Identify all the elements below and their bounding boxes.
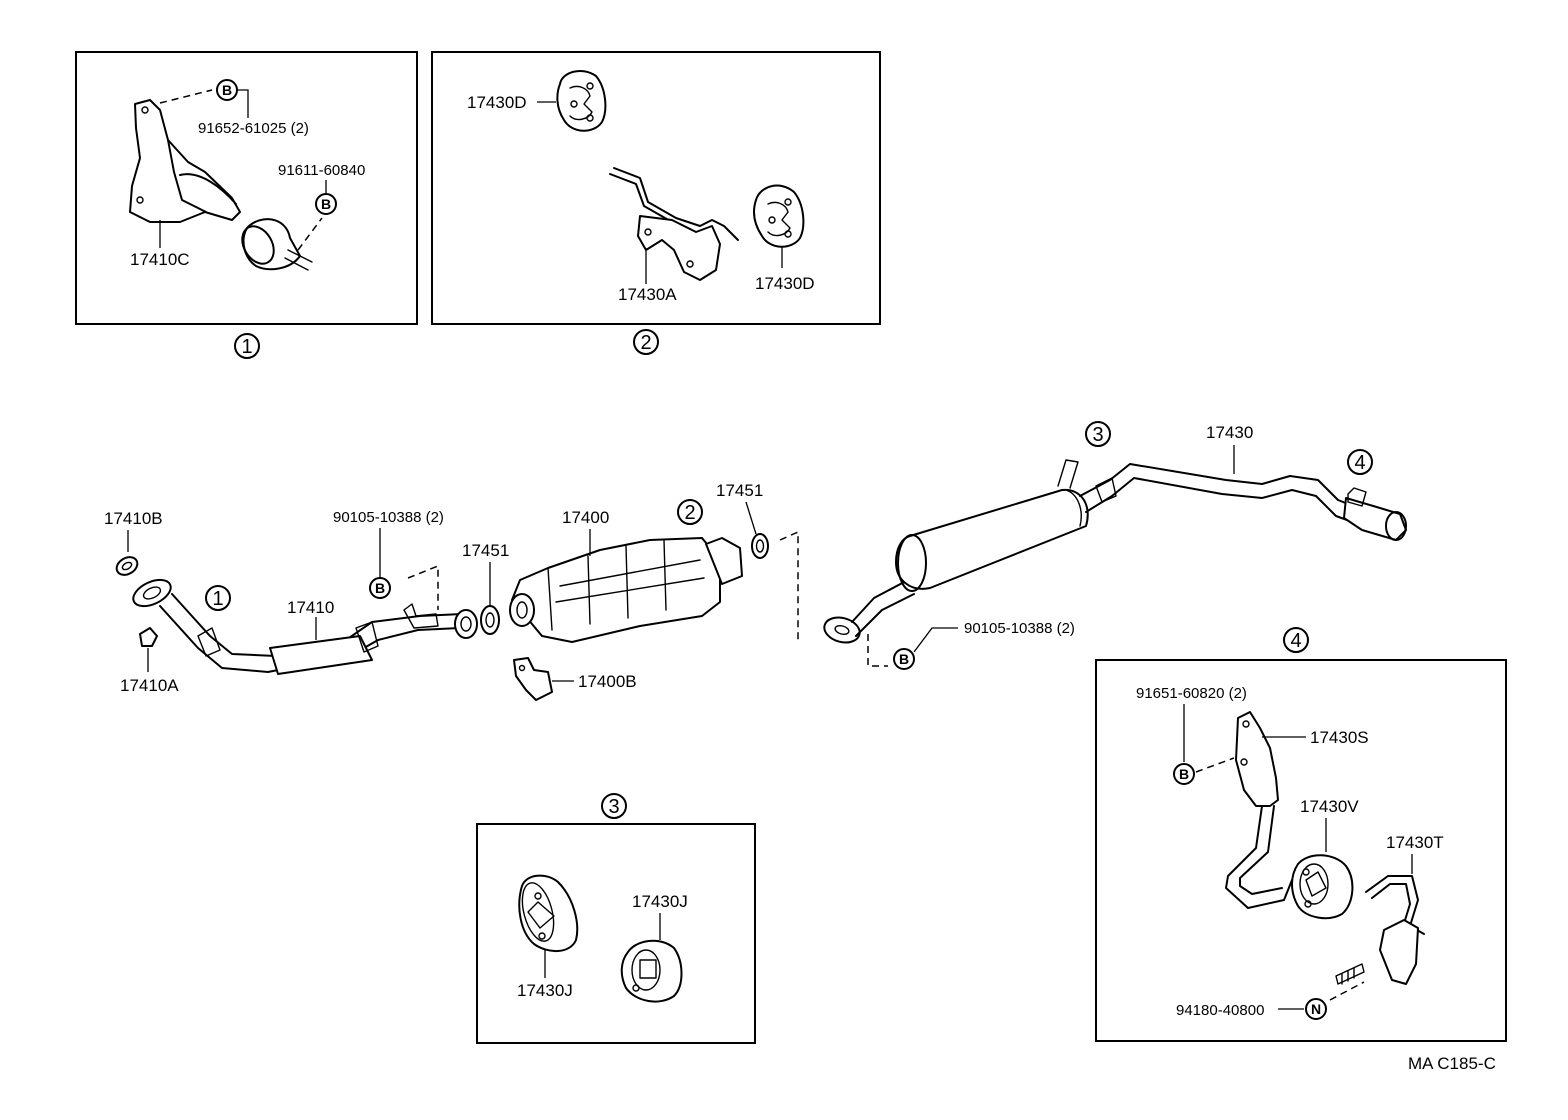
svg-text:N: N xyxy=(1311,1001,1321,1017)
nut-17410a-drawing xyxy=(139,627,158,647)
svg-text:2: 2 xyxy=(684,502,695,524)
converter-17400-drawing xyxy=(509,537,743,643)
diagram-code: MA C185-C xyxy=(1408,1054,1496,1073)
svg-text:B: B xyxy=(375,580,385,596)
part-label-17430j-right: 17430J xyxy=(632,892,688,911)
gasket-17410b-drawing xyxy=(115,556,139,576)
svg-text:4: 4 xyxy=(1354,452,1365,474)
svg-text:1: 1 xyxy=(241,336,252,358)
front-pipe-17410-drawing xyxy=(132,578,478,675)
svg-text:3: 3 xyxy=(608,796,619,818)
hanger-rubber-drawing xyxy=(241,218,313,271)
part-label-91611-60840: 91611-60840 xyxy=(278,162,365,179)
tail-pipe-17430-drawing xyxy=(823,459,1407,644)
circled-number-icon: 1 xyxy=(234,333,260,359)
svg-text:4: 4 xyxy=(1290,630,1301,652)
svg-text:1: 1 xyxy=(212,588,223,610)
detail-1-frame xyxy=(75,51,418,325)
gasket-17451-rear-drawing xyxy=(751,533,769,559)
part-label-17400: 17400 xyxy=(562,508,609,527)
part-label-17410a: 17410A xyxy=(120,676,179,695)
svg-text:B: B xyxy=(222,82,232,98)
leader-dash xyxy=(159,89,213,104)
svg-text:B: B xyxy=(321,196,331,212)
bracket-17430a-drawing xyxy=(609,167,739,281)
circled-number-icon: 1 xyxy=(205,585,231,611)
detail-view-1: B 91652-61025 (2) 91611-60840 B 17410C 1 xyxy=(75,51,418,359)
part-label-17430t: 17430T xyxy=(1386,833,1444,852)
detail-view-2: 17430D 17430A 17430D 2 xyxy=(431,51,881,355)
svg-text:B: B xyxy=(899,651,909,667)
nut-badge-icon: N xyxy=(1305,998,1327,1020)
circled-number-icon: 2 xyxy=(677,499,703,525)
main-assembly: 17410B 17410A 1 17410 90105 xyxy=(104,421,1407,701)
part-label-17430a: 17430A xyxy=(618,285,677,304)
bolt-badge-icon: B xyxy=(315,193,337,215)
part-label-17430j-left: 17430J xyxy=(517,981,573,1000)
detail-view-4: 4 91651-60820 (2) B 17430S 17430V 17430T xyxy=(1095,627,1507,1042)
svg-text:3: 3 xyxy=(1092,424,1103,446)
bolt-badge-icon: B xyxy=(1173,763,1195,785)
part-label-17410: 17410 xyxy=(287,598,334,617)
part-label-91651-60820: 91651-60820 (2) xyxy=(1136,685,1247,702)
cushion-17430d-right-drawing xyxy=(753,184,805,248)
bracket-17430s-drawing xyxy=(1225,711,1293,909)
circled-number-icon: 4 xyxy=(1347,449,1373,475)
circled-number-icon: 3 xyxy=(601,793,627,819)
part-label-17430d-right: 17430D xyxy=(755,274,815,293)
part-label-17430: 17430 xyxy=(1206,423,1253,442)
detail-2-frame xyxy=(431,51,881,325)
bolt-badge-icon: B xyxy=(893,648,915,670)
part-label-90105-10388-front: 90105-10388 (2) xyxy=(333,509,444,526)
cushion-17430v-drawing xyxy=(1291,854,1354,920)
detail-3-frame xyxy=(476,823,756,1044)
cushion-17430j-left-drawing xyxy=(518,874,579,952)
part-label-94180-40800: 94180-40800 xyxy=(1176,1002,1264,1019)
part-label-17430d-top: 17430D xyxy=(467,93,527,112)
part-label-17400b: 17400B xyxy=(578,672,637,691)
part-label-17430v: 17430V xyxy=(1300,797,1359,816)
part-label-17451-mid: 17451 xyxy=(462,541,509,560)
circled-number-icon: 3 xyxy=(1085,421,1111,447)
bracket-17410c-drawing xyxy=(129,99,241,223)
gasket-17451-mid-drawing xyxy=(480,605,500,635)
part-label-17430s: 17430S xyxy=(1310,728,1369,747)
cushion-17430j-right-drawing xyxy=(620,939,683,1003)
part-label-17410b: 17410B xyxy=(104,509,163,528)
circled-number-icon: 2 xyxy=(633,329,659,355)
part-label-91652-61025: 91652-61025 (2) xyxy=(198,120,309,137)
svg-text:B: B xyxy=(1179,766,1189,782)
part-label-90105-10388-rear: 90105-10388 (2) xyxy=(964,620,1075,637)
bracket-17400b-drawing xyxy=(513,657,553,701)
circled-number-icon: 4 xyxy=(1283,627,1309,653)
svg-text:2: 2 xyxy=(640,332,651,354)
bolt-badge-icon: B xyxy=(369,577,391,599)
detail-4-frame xyxy=(1095,659,1507,1042)
hanger-17430t-drawing xyxy=(1335,875,1425,985)
bolt-badge-icon: B xyxy=(216,79,238,101)
detail-view-3: 3 17430J 17430J xyxy=(476,793,756,1044)
part-label-17451-rear: 17451 xyxy=(716,481,763,500)
part-label-17410c: 17410C xyxy=(130,250,190,269)
cushion-17430d-top-drawing xyxy=(556,69,607,132)
